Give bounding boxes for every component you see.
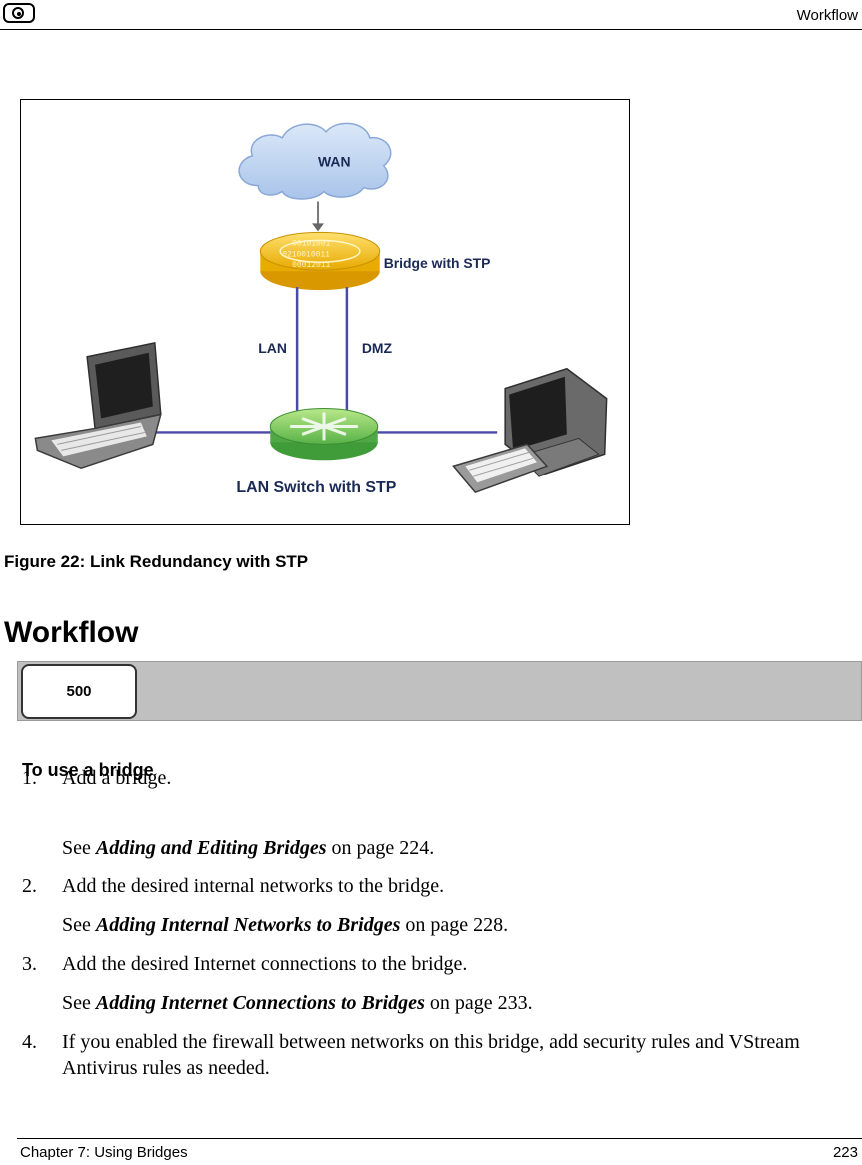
lan-switch-label: LAN Switch with STP bbox=[236, 479, 396, 496]
xref-prefix: See bbox=[62, 914, 96, 936]
cross-reference: See Adding and Editing Bridges on page 2… bbox=[62, 835, 434, 861]
wan-link-arrow-icon bbox=[312, 223, 325, 232]
xref-suffix: on page 233. bbox=[424, 992, 533, 1014]
figure-caption: Figure 22: Link Redundancy with STP bbox=[4, 552, 309, 571]
step-text: Add a bridge. bbox=[62, 767, 172, 789]
note-badge: 500 bbox=[21, 664, 137, 719]
network-diagram-figure: WAN 00101001 0210010011 00012011 Bridge … bbox=[20, 99, 630, 525]
laptop-icon bbox=[34, 341, 162, 470]
xref-suffix: on page 228. bbox=[400, 914, 509, 936]
step-text: Add the desired Internet connections to … bbox=[62, 953, 468, 975]
wan-cloud-icon bbox=[238, 122, 392, 200]
section-heading: Workflow bbox=[4, 616, 139, 649]
step-text: Add the desired internal networks to the… bbox=[62, 875, 445, 897]
step-number: 1. bbox=[22, 767, 37, 789]
procedure-title: To use a bridge bbox=[22, 760, 154, 780]
bridge-bits-1: 00101001 bbox=[292, 239, 330, 248]
step-number: 3. bbox=[22, 953, 37, 975]
lan-switch-icon bbox=[269, 408, 379, 461]
lan-label: LAN bbox=[258, 340, 287, 356]
footer-divider bbox=[17, 1138, 862, 1139]
bridge-bits-2: 0210010011 bbox=[282, 250, 330, 259]
xref-link[interactable]: Adding and Editing Bridges bbox=[95, 837, 327, 859]
cross-reference: See Adding Internal Networks to Bridges … bbox=[62, 912, 508, 938]
footer-chapter: Chapter 7: Using Bridges bbox=[20, 1144, 188, 1161]
bridge-label: Bridge with STP bbox=[384, 255, 491, 271]
xref-link[interactable]: Adding Internal Networks to Bridges bbox=[95, 914, 401, 936]
step-text: If you enabled the firewall between netw… bbox=[62, 1031, 800, 1079]
xref-suffix: on page 224. bbox=[326, 837, 435, 859]
xref-prefix: See bbox=[62, 992, 96, 1014]
cross-reference: See Adding Internet Connections to Bridg… bbox=[62, 990, 533, 1016]
step-number: 2. bbox=[22, 875, 37, 897]
wan-label: WAN bbox=[318, 154, 350, 170]
xref-link[interactable]: Adding Internet Connections to Bridges bbox=[95, 992, 425, 1014]
footer-page-number: 223 bbox=[832, 1144, 858, 1161]
header-divider bbox=[0, 29, 862, 30]
workstation-icon bbox=[452, 367, 608, 494]
step-number: 4. bbox=[22, 1031, 37, 1053]
dmz-label: DMZ bbox=[362, 340, 393, 356]
running-header-title: Workflow bbox=[796, 7, 858, 24]
bridge-bits-3: 00012011 bbox=[292, 261, 330, 270]
bridge-device-icon bbox=[259, 231, 381, 291]
brand-logo-icon bbox=[3, 3, 35, 23]
xref-prefix: See bbox=[62, 837, 96, 859]
note-bar: 500 bbox=[17, 661, 862, 721]
